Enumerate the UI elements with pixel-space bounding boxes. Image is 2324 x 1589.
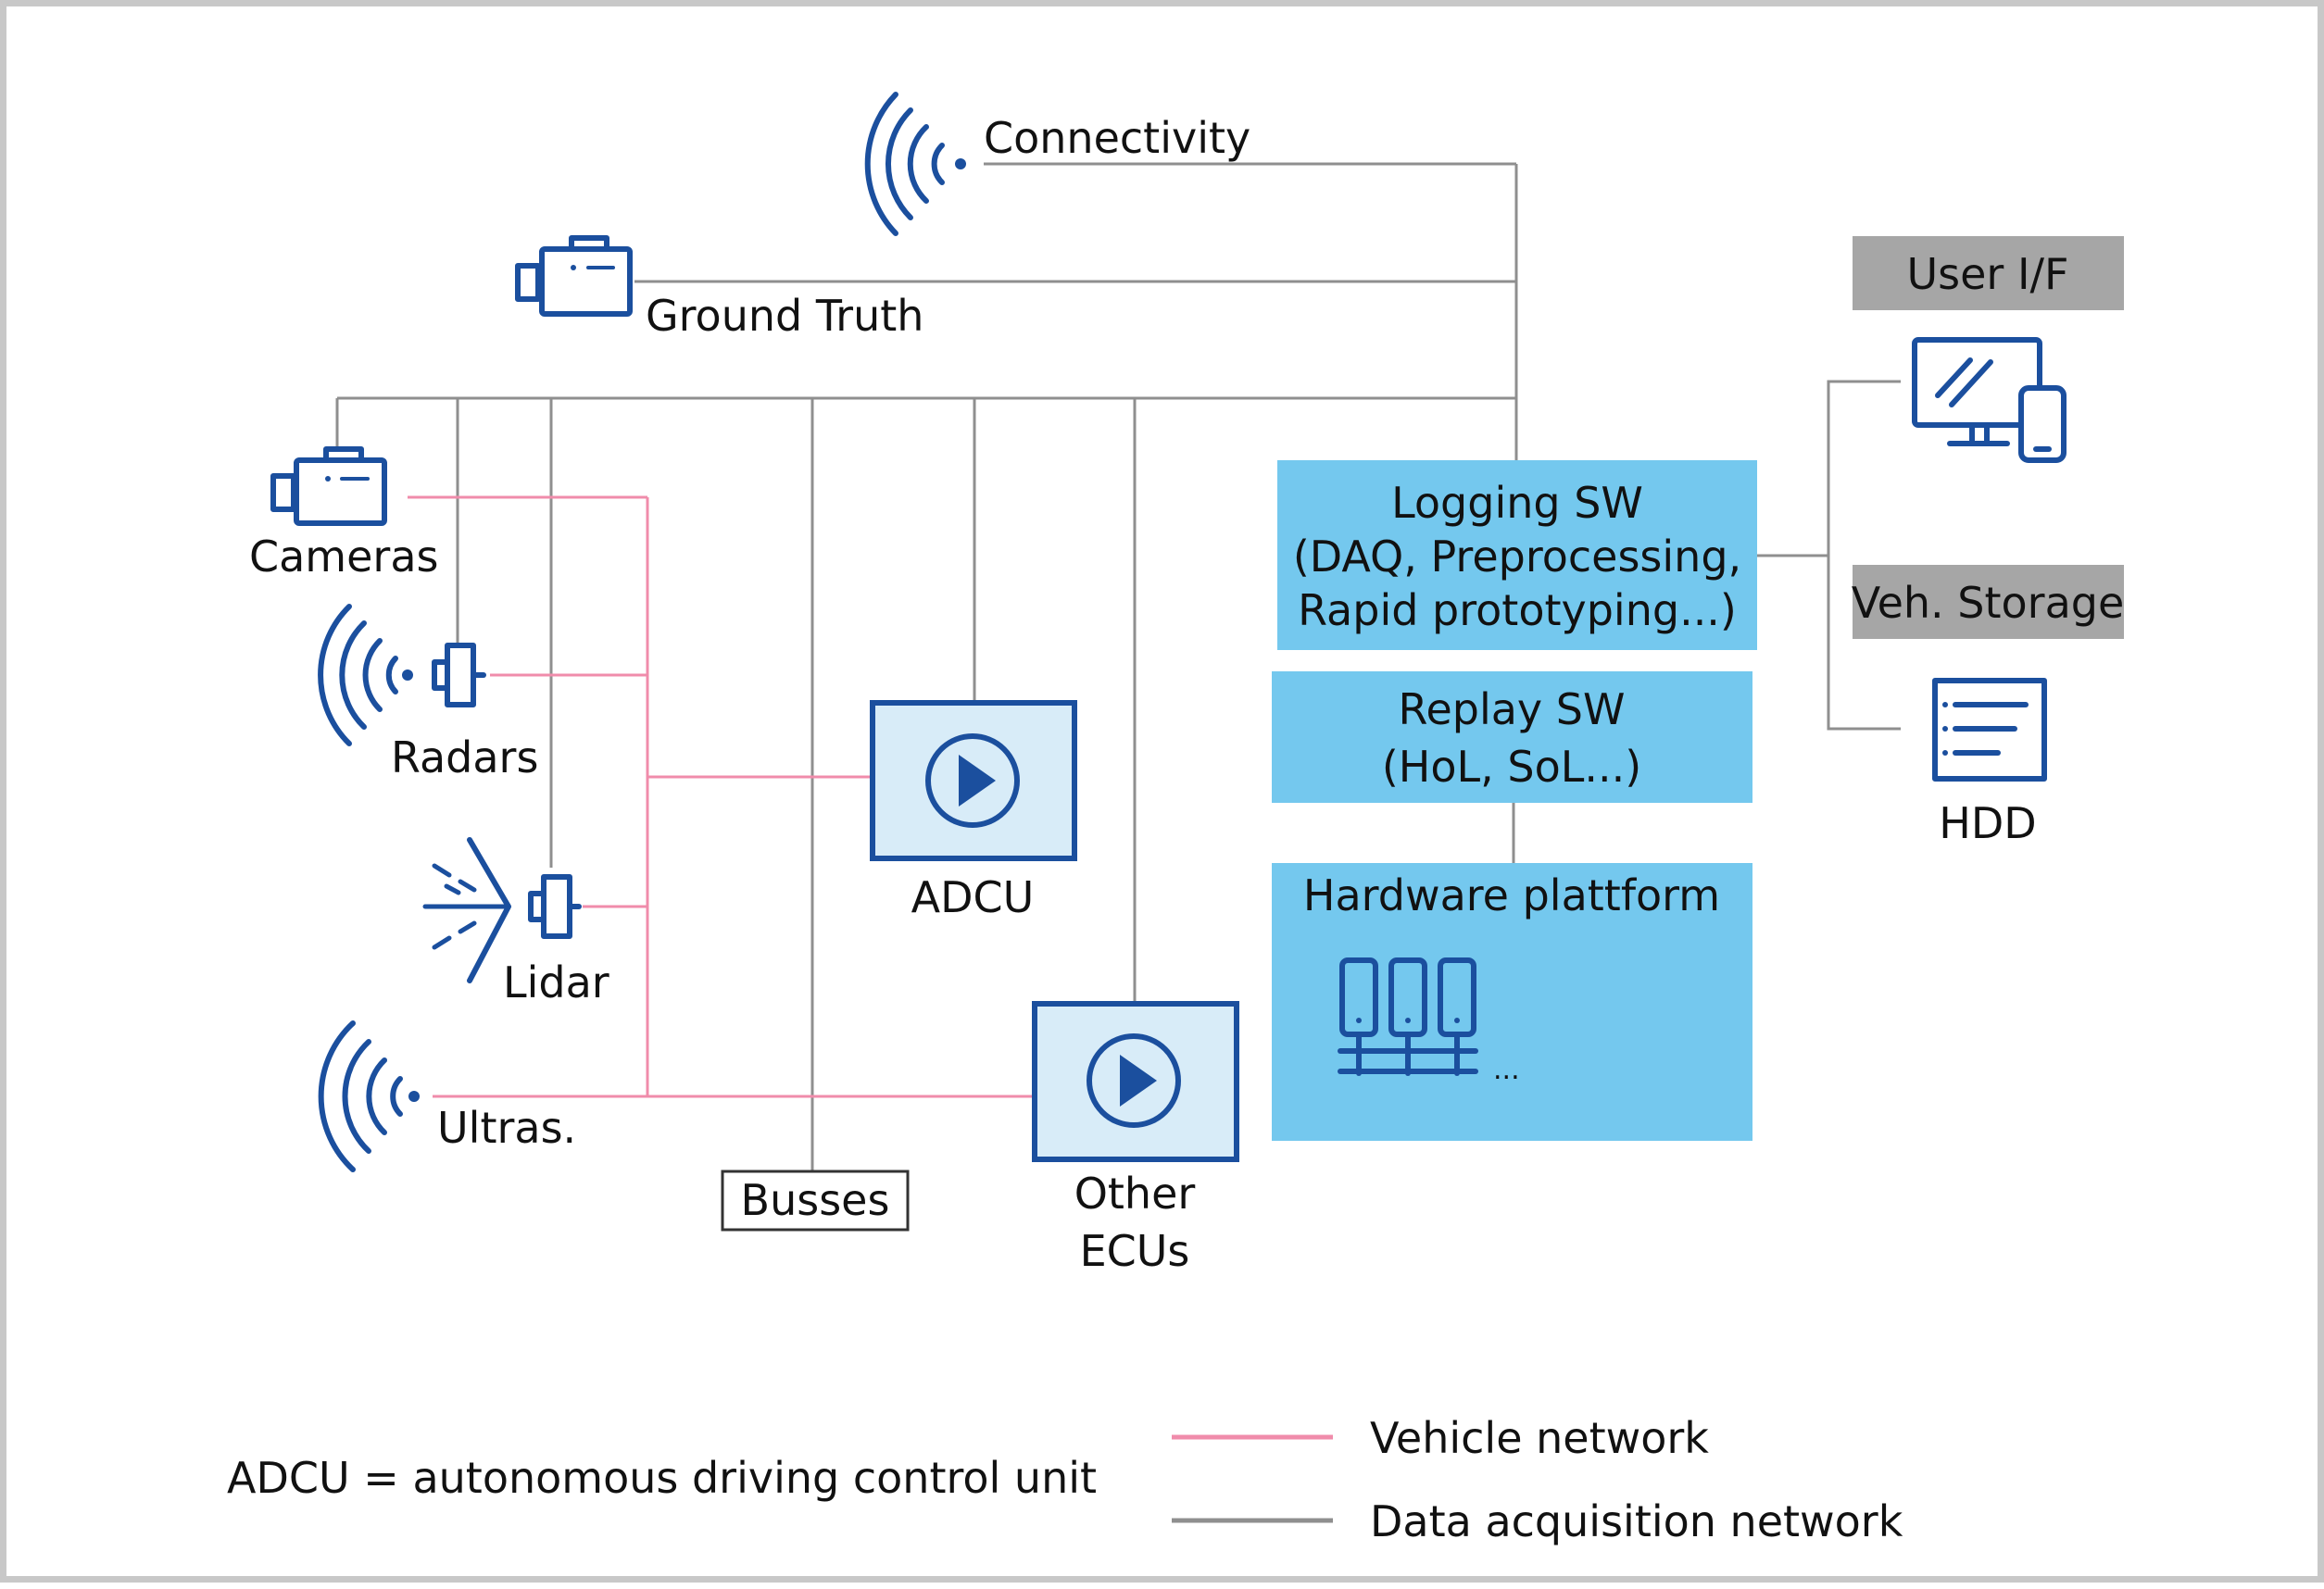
other-ecus-label-line2: ECUs <box>1080 1226 1190 1276</box>
hardware-platform-label: Hardware plattform <box>1303 870 1720 920</box>
user-if-hdd-bracket <box>1827 380 1901 731</box>
legend-data-acquisition-label: Data acquisition network <box>1370 1496 1903 1546</box>
busses-label: Busses <box>741 1175 890 1225</box>
user-if-box <box>1853 236 2124 310</box>
vehicle-network-lines <box>408 495 1035 1098</box>
veh-storage-label: Veh. Storage <box>1852 578 2125 628</box>
ultras-label: Ultras. <box>437 1103 576 1153</box>
lidar-label: Lidar <box>503 957 609 1007</box>
monitor-phone-icon <box>1912 337 2066 463</box>
adcu-label: ADCU <box>911 872 1035 922</box>
ground-truth-camera-icon <box>515 235 633 317</box>
cameras-icon <box>270 446 387 526</box>
hdd-icon <box>1932 678 2047 782</box>
connectivity-icon <box>864 92 966 236</box>
replay-sw-detail: (HoL, SoL...) <box>1382 742 1641 792</box>
replay-sw-box <box>1272 671 1752 803</box>
replay-sw-title: Replay SW <box>1399 684 1626 734</box>
veh-storage-box <box>1853 565 2124 639</box>
other-ecus-label-line1: Other <box>1074 1169 1196 1219</box>
legend-vehicle-network-label: Vehicle network <box>1370 1413 1709 1463</box>
hdd-label: HDD <box>1939 798 2036 848</box>
data-acquisition-lines <box>335 162 1901 1171</box>
architecture-diagram: Connectivity Ground Truth Cameras Radars <box>227 92 2125 1546</box>
logging-sw-title: Logging SW <box>1391 478 1643 528</box>
user-if-label: User I/F <box>1907 249 2069 299</box>
adcu-box <box>870 700 1077 861</box>
logging-sw-detail-2: Rapid prototyping...) <box>1298 585 1737 635</box>
abbreviation-note: ADCU = autonomous driving control unit <box>227 1453 1097 1503</box>
busses-box <box>721 1170 910 1232</box>
logging-sw-box <box>1277 460 1757 650</box>
radars-label: Radars <box>391 732 538 782</box>
logging-sw-detail-1: (DAQ, Preprocessing, <box>1293 532 1741 582</box>
adcu-play-icon <box>925 733 1020 828</box>
connectivity-label: Connectivity <box>984 113 1250 163</box>
hardware-more-label: ... <box>1493 1054 1520 1086</box>
cameras-label: Cameras <box>249 532 438 582</box>
legend: Vehicle network Data acquisition network <box>1172 1413 1903 1546</box>
ground-truth-label: Ground Truth <box>646 291 923 341</box>
ultras-icon <box>318 1020 420 1172</box>
lidar-icon <box>422 837 582 983</box>
server-rack-icon <box>1338 957 1478 1076</box>
hardware-platform-box <box>1272 863 1752 1141</box>
radars-icon <box>318 604 486 746</box>
other-ecus-play-icon <box>1087 1033 1181 1128</box>
